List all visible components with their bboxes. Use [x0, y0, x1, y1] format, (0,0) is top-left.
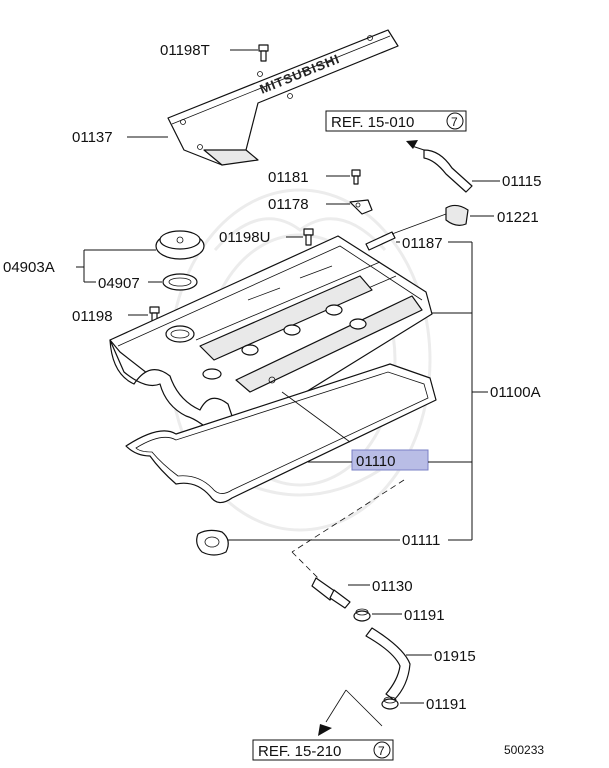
- label-01110[interactable]: 01110: [356, 453, 396, 470]
- label-01221[interactable]: 01221: [497, 209, 539, 226]
- hose-01915[interactable]: [365, 627, 411, 701]
- cap-01221[interactable]: [445, 204, 469, 226]
- watermark: [168, 188, 432, 532]
- nipple-01187[interactable]: [365, 231, 396, 251]
- clamp-01191-lower[interactable]: [381, 696, 399, 710]
- bracket-01178[interactable]: [349, 199, 373, 215]
- label-01111[interactable]: 01111: [402, 532, 440, 549]
- bolt-01198T[interactable]: [258, 44, 269, 62]
- gasket-01110[interactable]: [125, 363, 437, 504]
- label-01115[interactable]: 01115: [502, 173, 542, 190]
- label-01187[interactable]: 01187: [402, 235, 443, 252]
- rocker-cover-01100A[interactable]: [109, 235, 433, 441]
- label-01191-upper[interactable]: 01191: [404, 607, 445, 624]
- label-01181[interactable]: 01181: [268, 169, 309, 186]
- label-04907[interactable]: 04907: [98, 275, 140, 292]
- arrow-to-ref-bottom: [318, 724, 332, 736]
- ref-bottom-num: 7: [378, 744, 385, 758]
- label-01100A[interactable]: 01100A: [490, 384, 541, 401]
- bolt-01198U[interactable]: [303, 228, 314, 246]
- label-01198[interactable]: 01198: [72, 308, 113, 325]
- figure-code: 500233: [504, 743, 544, 757]
- clamp-01191-upper[interactable]: [353, 608, 371, 622]
- ref-top-num: 7: [451, 115, 458, 129]
- arrow-to-ref-top: [406, 140, 418, 149]
- ref-top-text: REF. 15-010: [331, 114, 414, 131]
- hose-01115[interactable]: [423, 149, 473, 193]
- label-01198U[interactable]: 01198U: [219, 229, 270, 246]
- ref-bottom-text: REF. 15-210: [258, 743, 341, 760]
- seal-01111[interactable]: [196, 529, 229, 556]
- ref-box-top[interactable]: REF. 15-010 7: [325, 110, 467, 132]
- label-01191-lower[interactable]: 01191: [426, 696, 467, 713]
- o-ring-04907[interactable]: [162, 273, 198, 291]
- label-01178[interactable]: 01178: [268, 196, 309, 213]
- ref-box-bottom[interactable]: REF. 15-210 7: [252, 739, 394, 761]
- label-01110-highlight: [351, 449, 429, 471]
- oil-filler-cap-04903A[interactable]: [155, 230, 205, 260]
- label-01137[interactable]: 01137: [72, 129, 113, 146]
- label-01915[interactable]: 01915: [434, 648, 476, 665]
- label-01198T[interactable]: 01198T: [160, 42, 210, 59]
- label-04903A[interactable]: 04903A: [3, 259, 55, 276]
- pcv-valve-01130[interactable]: [311, 577, 351, 609]
- bolt-01181[interactable]: [351, 169, 361, 185]
- label-01130[interactable]: 01130: [372, 578, 413, 595]
